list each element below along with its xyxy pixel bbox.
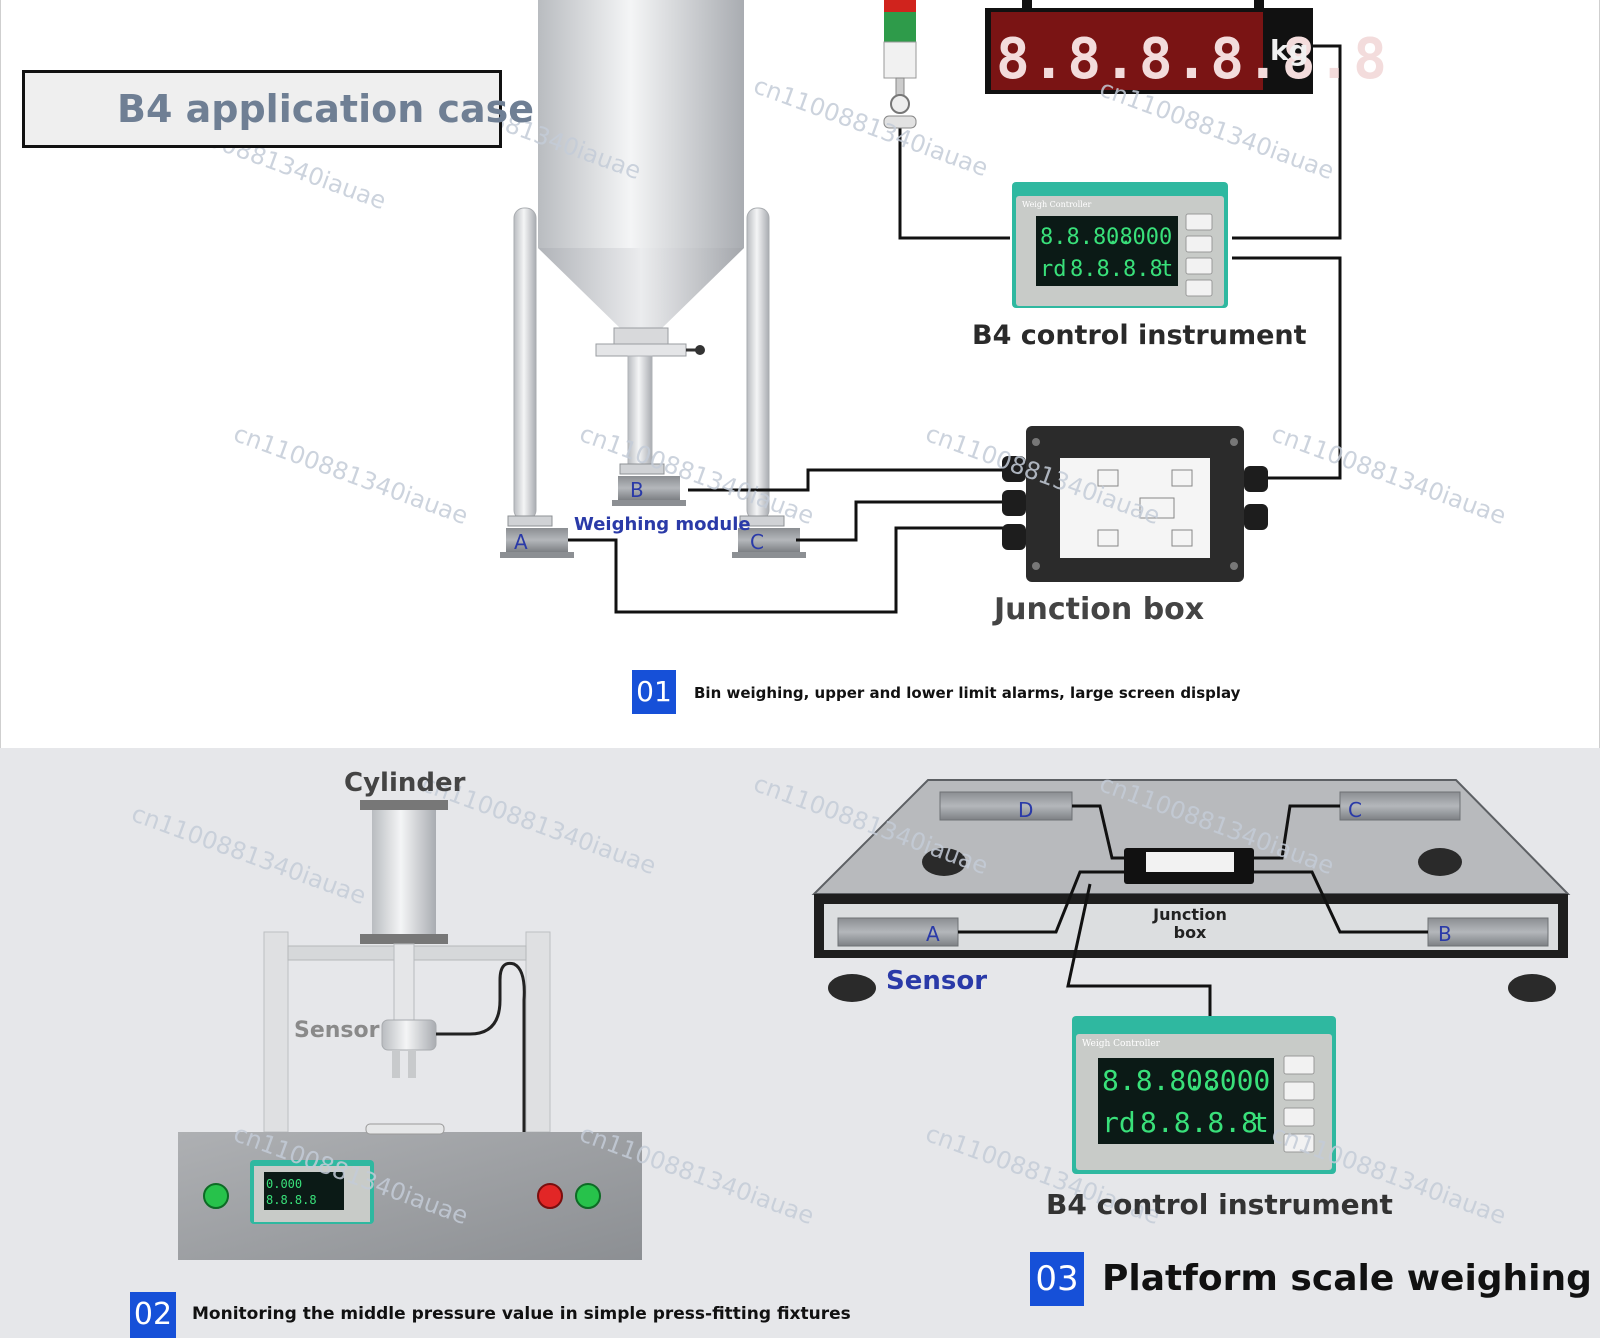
title-box: B4 application case (22, 70, 534, 148)
label-b4-control-top: B4 control instrument (972, 320, 1307, 351)
watermark-3: cn1100881340iauae (750, 71, 992, 182)
b4-controller-top (1012, 182, 1228, 308)
controller-top-row2-b: 8.8.8.8 (1070, 257, 1163, 282)
case-02-badge: 02 (130, 1292, 176, 1338)
controller-bottom-row2-a: rd (1102, 1106, 1136, 1139)
signal-tower (883, 0, 917, 129)
watermark-8: cn1100881340iauae (1268, 419, 1510, 530)
controller-top-row1-b: 0.000 (1106, 225, 1172, 250)
press-fixture (178, 800, 642, 1260)
watermark-5: cn1100881340iauae (230, 419, 472, 530)
controller-bottom-row2-b: 8.8.8.8 (1140, 1106, 1258, 1139)
label-sensor-press: Sensor (294, 1018, 380, 1043)
silo-legs (513, 207, 770, 521)
label-junction-box-platform: Junction box (1153, 905, 1227, 942)
controller-brand-top: Weigh Controller (1022, 200, 1091, 209)
watermark-9: cn1100881340iauae (128, 799, 370, 910)
page-title: B4 application case (117, 87, 535, 131)
label-point-b: B (630, 478, 644, 502)
junction-box-top (1002, 426, 1268, 582)
controller-bottom-row1-b: 0.000 (1186, 1064, 1270, 1097)
large-display-unit: kg (1270, 34, 1309, 67)
weighing-module-b (612, 463, 686, 506)
case-02-caption: Monitoring the middle pressure value in … (192, 1304, 851, 1324)
case-03-badge: 03 (1030, 1252, 1084, 1306)
label-junction-box: Junction box (994, 592, 1205, 627)
label-sensor-platform: Sensor (886, 966, 988, 996)
label-platform-a: A (926, 922, 940, 946)
label-platform-d: D (1018, 798, 1034, 822)
controller-top-row1-a: 8.8.8.8 (1040, 225, 1133, 250)
case-01-caption: Bin weighing, upper and lower limit alar… (694, 684, 1241, 702)
silo (538, 0, 744, 467)
label-platform-b: B (1438, 922, 1452, 946)
large-screen-display (985, 0, 1313, 94)
label-platform-c: C (1348, 798, 1362, 822)
controller-top-row2-a: rd (1040, 257, 1067, 282)
large-display-digits: 8.8.8.8.8.8 (996, 27, 1389, 92)
press-controller-row2: 8.8.8.8 (266, 1193, 317, 1207)
platform-scale (811, 779, 1571, 1174)
weighing-module-a (500, 515, 574, 558)
case-01-badge: 01 (632, 670, 676, 714)
wiring-top (568, 44, 1342, 614)
press-controller-row1: 0.000 (266, 1177, 302, 1191)
controller-top-row2-c: t (1160, 257, 1173, 282)
controller-brand-bottom: Weigh Controller (1082, 1039, 1161, 1049)
label-cylinder: Cylinder (344, 768, 466, 798)
label-point-c: C (750, 530, 764, 554)
label-weighing-module: Weighing module (574, 514, 751, 535)
label-b4-control-bottom: B4 control instrument (1046, 1188, 1393, 1221)
case-03-caption: Platform scale weighing (1102, 1258, 1592, 1299)
weighing-module-c (732, 515, 806, 558)
controller-bottom-row2-c: t (1252, 1106, 1269, 1139)
controller-bottom-row1-a: 8.8.8.8 (1102, 1064, 1220, 1097)
label-point-a: A (514, 530, 528, 554)
